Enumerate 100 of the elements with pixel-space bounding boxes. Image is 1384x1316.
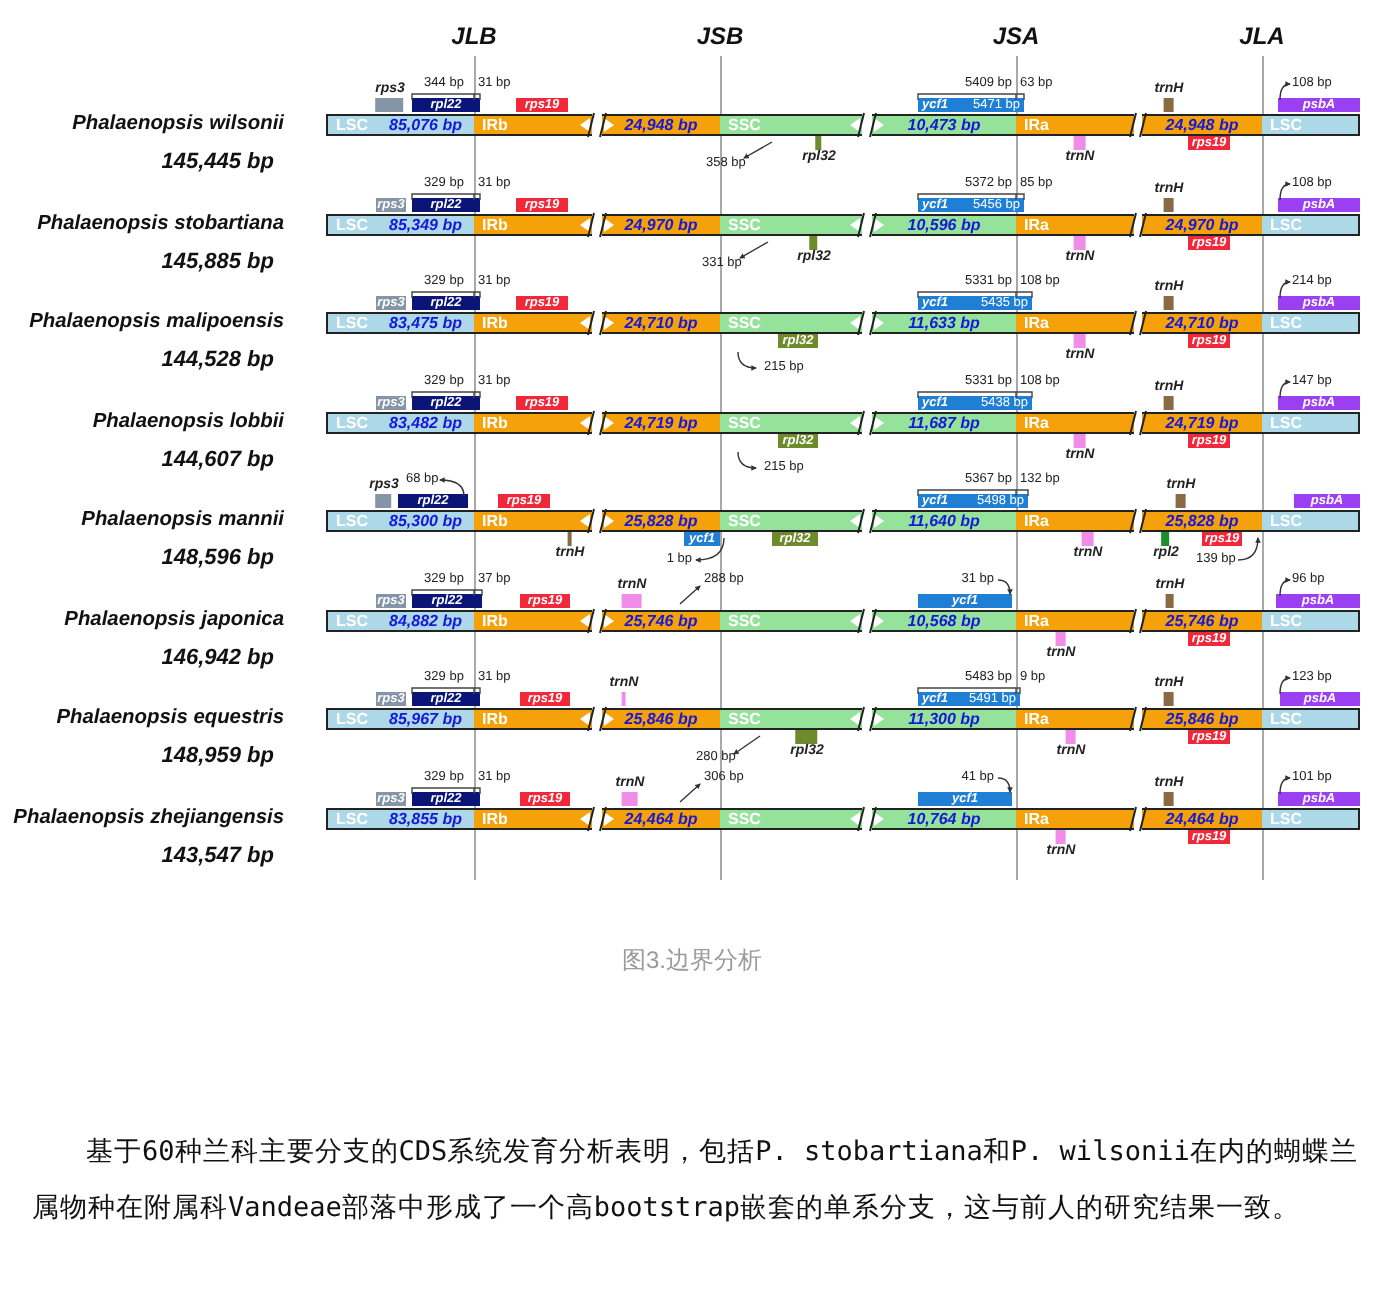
junction-label: JSA [992, 22, 1040, 50]
genome-region-bar [602, 213, 720, 235]
region-label: IRa [1024, 215, 1049, 233]
genome-region-bar [1142, 609, 1262, 631]
length-label: 11,640 bp [908, 511, 980, 529]
junction-label: JLB [451, 22, 497, 50]
genome-region-bar [474, 213, 592, 235]
gene-box [1294, 494, 1360, 508]
genome-region-bar [1262, 707, 1360, 729]
genome-region-bar [872, 807, 1016, 829]
region-label: LSC [1270, 313, 1302, 331]
genome-region-bar [720, 807, 862, 829]
region-label: IRa [1024, 611, 1049, 629]
region-label: IRa [1024, 313, 1049, 331]
region-label: SSC [728, 413, 761, 431]
genome-region-bar [872, 113, 1016, 135]
gene-box [1278, 296, 1360, 310]
length-label: 84,882 bp [389, 611, 462, 629]
gene-box [520, 692, 570, 706]
genome-region-bar [872, 311, 1016, 333]
gene-box [918, 594, 1012, 608]
body-paragraph: 基于60种兰科主要分支的CDS系统发育分析表明，包括P. stobartiana和P. wilsonii在内的蝴蝶兰属物种在附属科Vandeae部落中形成了一个高bootstrap嵌套的单系分支，这与前人的研究结果一致。 [32, 1134, 1360, 1228]
genome-region-bar [474, 509, 592, 531]
gene-box [412, 594, 482, 608]
gene-box [918, 792, 1012, 806]
region-label: IRb [482, 313, 508, 331]
region-label: IRa [1024, 709, 1049, 727]
genome-region-bar [474, 311, 592, 333]
region-label: LSC [1270, 115, 1302, 133]
genome-region-bar [1016, 311, 1134, 333]
length-label: 85,967 bp [389, 709, 462, 727]
region-label: LSC [1270, 809, 1302, 827]
length-label: 11,633 bp [908, 313, 980, 331]
region-label: SSC [728, 115, 761, 133]
genome-region-bar [602, 113, 720, 135]
region-label: LSC [336, 115, 368, 133]
gene-box [398, 494, 468, 508]
gene-box [918, 198, 1024, 212]
length-label: 25,846 bp [1165, 709, 1239, 727]
length-label: 24,719 bp [624, 413, 698, 431]
length-label: 24,970 bp [624, 215, 698, 233]
genome-region-bar [1142, 707, 1262, 729]
genome-region-bar [326, 509, 474, 531]
genome-region-bar [720, 113, 862, 135]
genome-region-bar [1142, 807, 1262, 829]
genome-region-bar [474, 807, 592, 829]
genome-region-bar [326, 113, 474, 135]
length-label: 25,828 bp [1165, 511, 1239, 529]
length-label: 11,300 bp [908, 709, 980, 727]
genome-region-bar [474, 411, 592, 433]
gene-box [1280, 692, 1360, 706]
genome-region-bar [872, 707, 1016, 729]
genome-length: 143,547 bp [161, 844, 274, 868]
region-label: IRb [482, 611, 508, 629]
genome-length: 148,596 bp [161, 546, 274, 570]
region-label: IRb [482, 215, 508, 233]
length-label: 24,719 bp [1165, 413, 1239, 431]
length-label: 83,475 bp [389, 313, 462, 331]
region-label: LSC [336, 313, 368, 331]
region-label: IRa [1024, 413, 1049, 431]
genome-region-bar [1016, 213, 1134, 235]
genome-region-bar [1142, 213, 1262, 235]
genome-region-bar [1016, 609, 1134, 631]
junction-label: JLA [1239, 22, 1285, 50]
genome-length: 145,885 bp [161, 250, 274, 274]
gene-box [412, 98, 480, 112]
gene-box [1278, 198, 1360, 212]
gene-box [918, 98, 1024, 112]
species-name: Phalaenopsis zhejiangensis [13, 807, 284, 829]
length-label: 10,596 bp [907, 215, 981, 233]
genome-region-bar [474, 707, 592, 729]
gene-box [918, 396, 1032, 410]
region-label: SSC [728, 709, 761, 727]
region-label: SSC [728, 215, 761, 233]
length-label: 85,349 bp [389, 215, 462, 233]
genome-region-bar [602, 807, 720, 829]
genome-region-bar [1262, 113, 1360, 135]
gene-box [918, 296, 1032, 310]
genome-region-bar [872, 213, 1016, 235]
length-label: 11,687 bp [908, 413, 980, 431]
region-label: LSC [1270, 215, 1302, 233]
genome-region-bar [474, 113, 592, 135]
genome-length: 144,607 bp [161, 448, 274, 472]
length-label: 83,482 bp [389, 413, 462, 431]
length-label: 24,464 bp [1165, 809, 1239, 827]
length-label: 85,076 bp [389, 115, 462, 133]
gene-box [772, 532, 818, 546]
gene-box [520, 792, 570, 806]
species-name: Phalaenopsis equestris [56, 707, 284, 729]
genome-region-bar [720, 213, 862, 235]
gene-box [778, 334, 818, 348]
gene-box [516, 296, 568, 310]
genome-region-bar [474, 609, 592, 631]
region-label: LSC [336, 413, 368, 431]
genome-region-bar [1262, 509, 1360, 531]
genome-region-bar [720, 411, 862, 433]
length-label: 10,568 bp [907, 611, 981, 629]
region-label: SSC [728, 611, 761, 629]
junction-label: JSB [696, 22, 744, 50]
genome-region-bar [872, 509, 1016, 531]
